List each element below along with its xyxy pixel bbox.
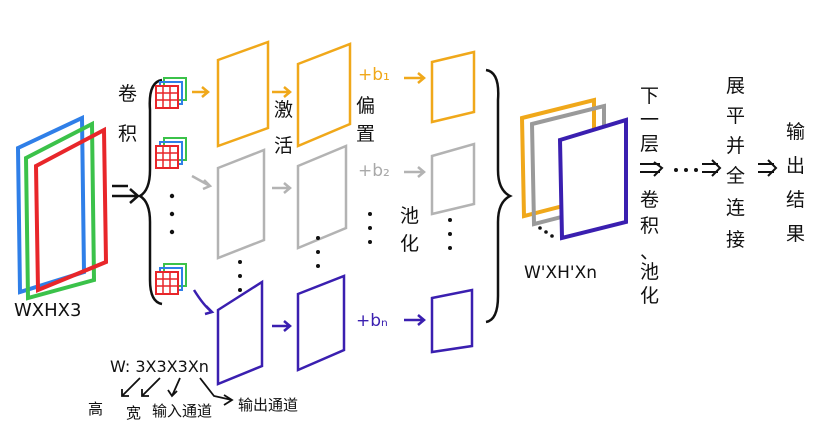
svg-text:连: 连 [726,197,745,219]
input-channel-red [33,126,109,293]
input-arrow [112,188,140,204]
bias-term-n: +bₙ [356,311,388,331]
feature-map-2 [216,148,266,260]
arrow-kernel-to-feature-n [192,289,215,316]
activated-map-n [296,274,346,372]
result-label: 输 出 结 果 [786,121,805,245]
activated-map-1 [296,42,352,148]
arrow-kernel-to-feature-2 [191,174,213,191]
svg-text:偏: 偏 [356,95,375,117]
input-size-label: WXHX3 [14,300,81,321]
svg-text:活: 活 [274,135,293,157]
weight-dim-width: 宽 [126,404,141,422]
bias-label: 偏 置 [356,95,375,145]
svg-text:出: 出 [786,155,805,177]
activated-map-2 [296,144,348,250]
feature-map-n [216,279,264,386]
svg-text:层: 层 [640,133,659,155]
kernel-top [155,77,187,109]
bias-term-1: +b₁ [358,65,390,85]
weight-formula: W: 3X3X3Xn [110,357,209,376]
output-stack [519,97,628,241]
svg-text:一: 一 [640,109,659,131]
svg-text:接: 接 [726,229,745,251]
svg-text:、: 、 [640,241,659,263]
svg-text:积: 积 [640,215,659,237]
arrow-bias-2 [404,166,426,178]
output-size-label: W'XH'Xn [524,263,597,283]
sequence-dots [674,168,698,172]
svg-text:果: 果 [786,223,805,245]
arrow-activation-2 [272,182,292,194]
svg-text:池: 池 [640,261,659,283]
output-ellipsis [538,226,554,238]
next-layer-arrow [640,161,664,177]
result-arrow [758,159,778,177]
flatten-arrow [702,159,722,177]
svg-text:化: 化 [640,285,659,307]
arrow-activation-1 [272,86,292,98]
input-channel-green [23,120,97,301]
svg-text:置: 置 [356,123,375,145]
conv-char-2: 积 [118,123,137,145]
svg-text:全: 全 [726,165,745,187]
row-ellipsis [238,212,452,292]
svg-text:下: 下 [640,85,659,107]
input-image-stack [15,114,109,301]
kernel-bottom [155,263,187,295]
weight-dim-output-channels: 输出通道 [238,396,298,414]
weight-dim-height: 高 [88,400,103,418]
svg-text:卷: 卷 [640,189,659,211]
svg-text:结: 结 [786,189,805,211]
arrow-bias-1 [404,72,426,84]
row-gray [191,142,476,260]
svg-text:展: 展 [726,75,745,97]
pooled-map-2 [430,142,476,216]
flatten-label: 展 平 并 全 连 接 [726,75,745,251]
svg-text:池: 池 [400,205,419,227]
left-brace [137,78,163,306]
activation-label: 激 活 [274,99,293,157]
bias-term-2: +b₂ [358,161,390,181]
svg-text:输: 输 [786,121,805,143]
weight-dim-input-channels: 输入通道 [152,402,212,420]
svg-text:激: 激 [274,99,293,121]
pooled-map-1 [430,50,476,124]
row-orange [192,40,476,148]
conv-pool-label: 卷 积 、 池 化 [640,189,659,307]
kernel-middle [155,137,187,169]
kernel-ellipsis [169,193,175,235]
right-brace [485,68,513,324]
conv-char-1: 卷 [118,83,137,105]
arrow-bias-n [404,314,426,326]
next-layer-label: 下 一 层 [640,85,659,155]
arrow-activation-n [272,320,292,332]
arrow-kernel-to-feature-1 [192,86,210,98]
pool-label: 池 化 [400,205,419,255]
svg-text:平: 平 [726,105,745,127]
conv-label: 卷 积 [118,83,137,145]
feature-map-1 [216,40,270,148]
weight-dim-arrows [121,377,234,406]
output-map-purple [557,117,628,241]
row-purple [192,274,474,386]
svg-text:并: 并 [726,135,745,157]
pooled-map-n [430,288,474,354]
svg-text:化: 化 [400,233,419,255]
